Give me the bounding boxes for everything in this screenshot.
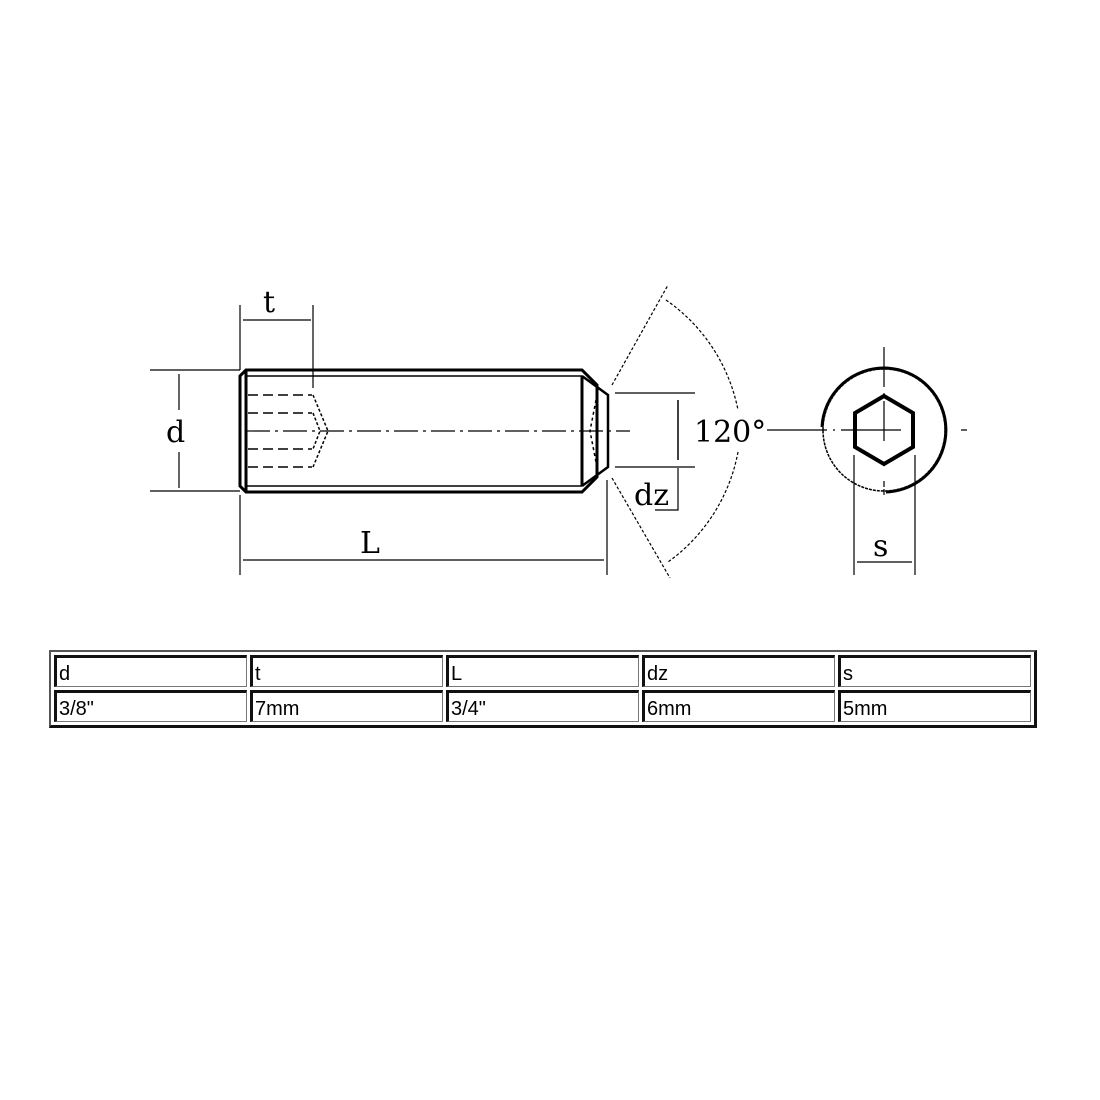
header-cell-dz: dz	[642, 655, 835, 687]
end-view	[767, 347, 968, 575]
header-cell-L: L	[446, 655, 639, 687]
table-header-row: d t L dz s	[54, 655, 1031, 687]
header-cell-s: s	[838, 655, 1031, 687]
label-angle: 120°	[694, 415, 766, 450]
technical-drawing: t d L dz 120° s	[150, 284, 968, 579]
value-cell-d: 3/8"	[54, 690, 247, 722]
label-dz: dz	[634, 478, 669, 513]
label-d: d	[166, 415, 185, 450]
label-s: s	[873, 529, 888, 564]
value-cell-L: 3/4"	[446, 690, 639, 722]
header-cell-t: t	[250, 655, 443, 687]
value-cell-t: 7mm	[250, 690, 443, 722]
side-view	[150, 284, 739, 579]
label-t: t	[263, 285, 275, 320]
label-L: L	[360, 526, 380, 561]
value-cell-dz: 6mm	[642, 690, 835, 722]
header-cell-d: d	[54, 655, 247, 687]
table-row: 3/8" 7mm 3/4" 6mm 5mm	[54, 690, 1031, 722]
spec-table: d t L dz s 3/8" 7mm 3/4" 6mm 5mm	[49, 650, 1037, 728]
value-cell-s: 5mm	[838, 690, 1031, 722]
